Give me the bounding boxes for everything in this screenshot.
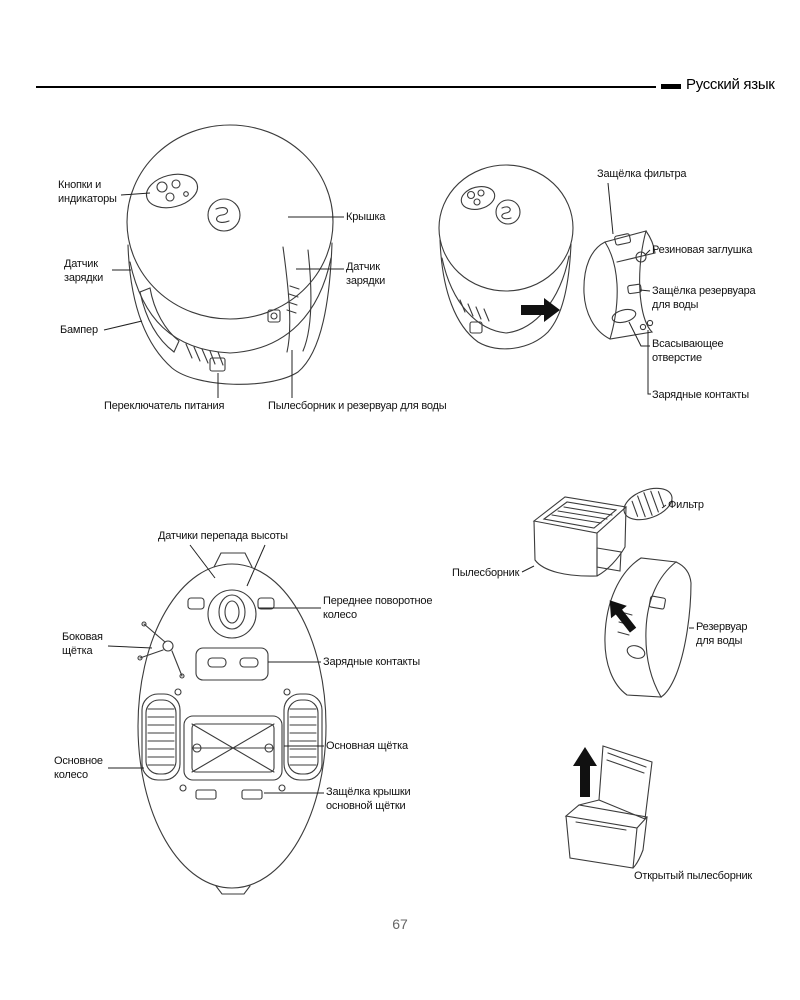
- label-main-brush: Основная щётка: [326, 740, 408, 752]
- front-wheel-shape: [207, 589, 257, 639]
- page-number: 67: [392, 916, 408, 932]
- label-water-tank: Резервуар для воды: [696, 621, 748, 647]
- label-buttons-indicators: Кнопки и индикаторы: [58, 179, 117, 205]
- header-dash: [661, 84, 681, 89]
- label-water-tank-latch: Защёлка резервуара для воды: [652, 285, 756, 311]
- dustbin-filter-drawing: [532, 487, 692, 698]
- label-lid: Крышка: [346, 211, 386, 223]
- water-tank-shape: [604, 557, 678, 698]
- robot-bottom-view-leaders: [107, 544, 324, 794]
- label-open-dustbin: Открытый пылесборник: [634, 870, 753, 882]
- main-brush-shape: [183, 715, 283, 781]
- left-wheel-shape: [145, 699, 177, 775]
- label-cliff-sensors: Датчики перепада высоты: [158, 530, 288, 542]
- arrow-up-left-icon: [609, 600, 637, 633]
- label-side-brush: Боковая щётка: [62, 631, 103, 657]
- dustbin-removal-leaders: [607, 182, 651, 395]
- charging-contacts-shape: [195, 647, 269, 681]
- power-switch-shape: [209, 357, 226, 372]
- label-rubber-plug: Резиновая заглушка: [652, 244, 753, 256]
- dustbin-filter-leaders: [521, 504, 694, 629]
- filter-shape: [623, 487, 673, 521]
- robot-top-view-drawing: [126, 124, 334, 385]
- label-suction-opening: Всасывающее отверстие: [652, 338, 724, 364]
- label-dustbin: Пылесборник: [452, 567, 520, 579]
- label-main-brush-cover-latch: Защёлка крышки основной щётки: [326, 786, 411, 812]
- label-charging-contacts-top: Зарядные контакты: [652, 389, 749, 401]
- label-filter-latch: Защёлка фильтра: [597, 168, 687, 180]
- label-filter: Фильтр: [668, 499, 704, 511]
- label-dustbin-water-tank: Пылесборник и резервуар для воды: [268, 400, 447, 412]
- arrow-up-icon: [573, 747, 597, 797]
- buttons-cluster-shape: [145, 173, 199, 209]
- robot-bottom-view-drawing: [137, 552, 327, 895]
- open-dustbin-drawing: [564, 745, 653, 869]
- label-charging-sensor-left: Датчик зарядки: [64, 258, 104, 284]
- right-wheel-shape: [287, 699, 319, 775]
- robot-top-view-leaders: [103, 192, 344, 398]
- label-front-swivel-wheel: Переднее поворотное колесо: [323, 595, 433, 621]
- page-language-header: Русский язык: [686, 76, 775, 93]
- logo-shape: [207, 198, 241, 232]
- side-brush-shape: [162, 640, 174, 652]
- label-power-switch: Переключатель питания: [104, 400, 225, 412]
- label-main-wheel: Основное колесо: [54, 755, 103, 781]
- header-rule: [36, 86, 656, 88]
- label-bumper: Бампер: [60, 324, 98, 336]
- label-charging-contacts-bottom: Зарядные контакты: [323, 656, 420, 668]
- arrow-right-icon: [521, 298, 560, 322]
- label-charging-sensor-right: Датчик зарядки: [346, 261, 386, 287]
- dustbin-removal-drawing: [438, 164, 656, 350]
